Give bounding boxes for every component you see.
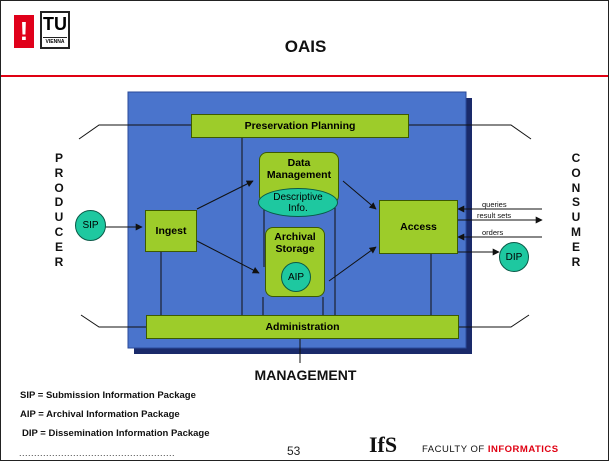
ingest-to-datamgmt-arrow: [196, 180, 254, 210]
consumer-letter: U: [571, 210, 581, 225]
top-left-bracket: [78, 124, 191, 140]
dip-oval: DIP: [499, 242, 529, 272]
faculty-informatics: INFORMATICS: [487, 444, 559, 455]
producer-letter: U: [54, 210, 64, 225]
producer-letter: D: [54, 195, 64, 210]
legend-dip: DIP = Dissemination Information Package: [22, 428, 210, 439]
consumer-letter: O: [571, 165, 581, 180]
management-label: MANAGEMENT: [254, 367, 357, 383]
consumer-letter: S: [571, 195, 580, 210]
page-number: 53: [287, 444, 301, 458]
ingest-to-storage-arrow: [196, 240, 260, 274]
archival-storage-label: Archival Storage: [274, 231, 316, 255]
aip-oval: AIP: [281, 262, 311, 292]
bottom-left-bracket: [80, 314, 146, 328]
sip-oval: SIP: [75, 210, 106, 241]
administration-box: Administration: [146, 315, 459, 339]
tu-logo-text: TU: [43, 14, 67, 34]
top-right-bracket: [409, 124, 532, 140]
legend-sip: SIP = Submission Information Package: [20, 390, 196, 401]
title-divider: [1, 75, 608, 77]
producer-letter: R: [54, 165, 64, 180]
vienna-logo-text: VIENNA: [43, 37, 67, 47]
data-management-label: Data Management: [266, 157, 332, 181]
tu-exclamation-logo: !: [14, 15, 34, 48]
storage-to-access-arrow: [328, 246, 377, 282]
consumer-letter: E: [571, 239, 580, 254]
slide-title: OAIS: [284, 37, 327, 56]
result-sets-label: result sets: [477, 211, 512, 220]
descriptive-info-oval: Descriptive Info.: [258, 188, 338, 217]
producer-letter: P: [54, 151, 63, 165]
ifs-logo: IfS: [369, 432, 398, 457]
consumer-letter: M: [571, 224, 581, 239]
producer-letter: C: [54, 224, 64, 239]
faculty-logo-text: FACULTY OF INFORMATICS: [422, 444, 559, 455]
footer-dotted-line: ........................................…: [19, 448, 176, 458]
tu-vienna-logo: TU VIENNA: [40, 11, 70, 49]
ingest-box: Ingest: [145, 210, 197, 252]
bottom-right-bracket: [459, 314, 530, 328]
datamgmt-to-access-arrow: [342, 180, 377, 210]
queries-label: queries: [482, 200, 507, 209]
orders-label: orders: [482, 228, 504, 237]
producer-letter: O: [54, 180, 64, 195]
consumer-letter: C: [571, 151, 581, 165]
preservation-planning-box: Preservation Planning: [191, 114, 409, 138]
consumer-letter: R: [571, 254, 581, 269]
legend-aip: AIP = Archival Information Package: [20, 409, 180, 420]
consumer-letter: N: [571, 180, 581, 195]
access-box: Access: [379, 200, 458, 254]
producer-letter: E: [54, 239, 63, 254]
faculty-prefix: FACULTY OF: [422, 444, 488, 455]
producer-letter: R: [54, 254, 64, 269]
